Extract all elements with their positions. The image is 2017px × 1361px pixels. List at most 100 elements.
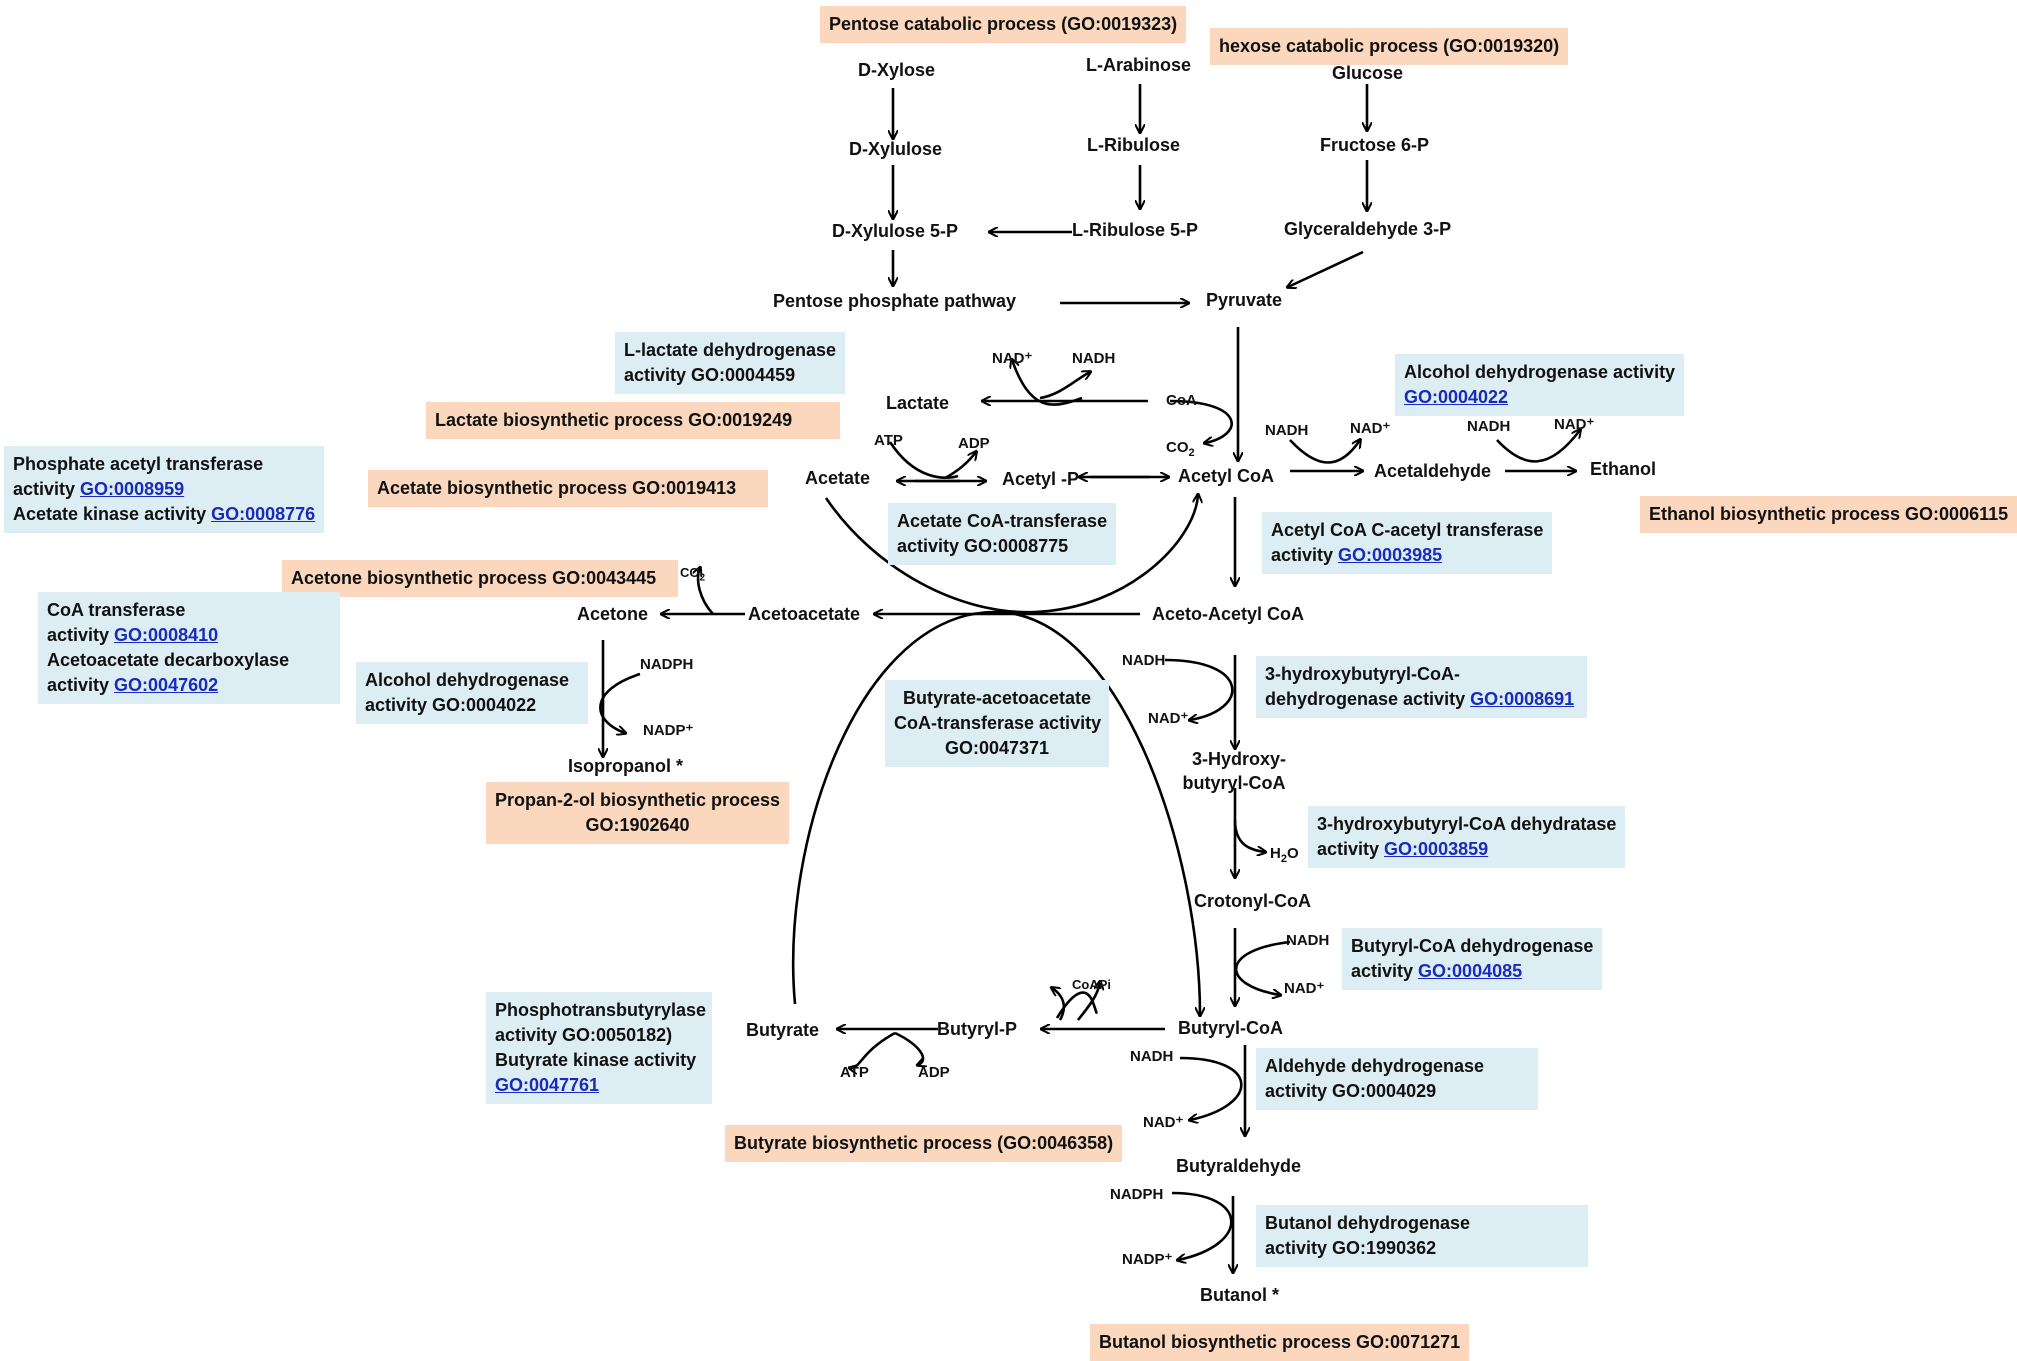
metabolite-ethanol: Ethanol	[1590, 459, 1656, 479]
enzyme-label-line2: activity	[47, 625, 115, 645]
metabolite-3-hydroxybutyryl-coa-line2: butyryl-CoA	[1182, 773, 1286, 793]
cofactor-nad-plus: NAD⁺	[1284, 980, 1325, 997]
enzyme-label-line3: Acetate kinase activity	[13, 504, 212, 524]
go-link[interactable]: GO:0008776	[211, 504, 316, 524]
metabolite-fructose-6p: Fructose 6-P	[1320, 135, 1430, 155]
process-label: Pentose catabolic process (GO:0019323)	[829, 14, 1178, 34]
cofactor-co2: CO2	[1166, 439, 1195, 462]
cofactor-adp: ADP	[958, 435, 990, 452]
process-label: Acetone biosynthetic process GO:0043445	[291, 568, 657, 588]
metabolite-butyryl-coa: Butyryl-CoA	[1178, 1018, 1284, 1038]
enzyme-label-line1: Butyrate-acetoacetate	[902, 688, 1092, 708]
metabolite-acetyl-coa: Acetyl CoA	[1178, 466, 1275, 486]
process-butyrate-biosynthetic: Butyrate biosynthetic process (GO:004635…	[725, 1125, 1123, 1162]
cofactor-nad-plus: NAD⁺	[1148, 710, 1189, 727]
process-label: Butyrate biosynthetic process (GO:004635…	[734, 1133, 1114, 1153]
enzyme-label-line2: activity	[13, 479, 81, 499]
enzyme-label-line1: Acetate CoA-transferase	[897, 511, 1108, 531]
go-link[interactable]: GO:0047761	[495, 1075, 600, 1095]
cofactor-nadh: NADH	[1286, 932, 1330, 949]
enzyme-label-line1: 3-hydroxybutyryl-CoA-	[1265, 664, 1461, 684]
enzyme-label-line1: Aldehyde dehydrogenase	[1265, 1056, 1485, 1076]
enzyme-label-line3: Butyrate kinase activity	[495, 1050, 697, 1070]
cofactor-coa: CoA	[1166, 392, 1197, 409]
go-link[interactable]: GO:0003859	[1384, 839, 1489, 859]
metabolite-butyryl-p: Butyryl-P	[937, 1019, 1018, 1039]
metabolite-crotonyl-coa: Crotonyl-CoA	[1194, 891, 1311, 911]
process-hexose-catabolic: hexose catabolic process (GO:0019320)	[1210, 28, 1569, 65]
metabolite-acetate: Acetate	[805, 468, 871, 488]
co2-text: CO	[680, 565, 700, 580]
enzyme-label-line1: 3-hydroxybutyryl-CoA dehydratase	[1317, 814, 1617, 834]
metabolite-acetone: Acetone	[577, 604, 649, 624]
enzyme-phosphate-acetyl-transferase: Phosphate acetyl transferase activity GO:…	[4, 446, 325, 533]
go-link[interactable]: GO:0008691	[1470, 689, 1575, 709]
cofactor-adp: ADP	[918, 1064, 950, 1081]
cofactor-nadh: NADH	[1467, 418, 1511, 435]
process-label: Acetate biosynthetic process GO:0019413	[377, 478, 737, 498]
metabolite-glucose: Glucose	[1332, 63, 1404, 83]
process-acetate-biosynthetic: Acetate biosynthetic process GO:0019413	[368, 470, 768, 507]
process-label: hexose catabolic process (GO:0019320)	[1219, 36, 1560, 56]
process-pentose-catabolic: Pentose catabolic process (GO:0019323)	[820, 6, 1187, 43]
enzyme-label-line1: Phosphate acetyl transferase	[13, 454, 264, 474]
cofactor-h2o: H2O	[1270, 845, 1299, 868]
cofactor-nadh: NADH	[1122, 652, 1166, 669]
process-ethanol-biosynthetic: Ethanol biosynthetic process GO:0006115	[1640, 496, 2017, 533]
go-link[interactable]: GO:0003985	[1338, 545, 1443, 565]
cofactor-nad-plus: NAD⁺	[992, 350, 1033, 367]
enzyme-label-line1: Acetyl CoA C-acetyl transferase	[1271, 520, 1544, 540]
go-link[interactable]: GO:0004085	[1418, 961, 1523, 981]
process-butanol-biosynthetic: Butanol biosynthetic process GO:0071271	[1090, 1324, 1470, 1361]
metabolite-acetaldehyde: Acetaldehyde	[1374, 461, 1492, 481]
enzyme-label-line2: activity	[1317, 839, 1385, 859]
metabolite-d-xylulose-5p: D-Xylulose 5-P	[832, 221, 959, 241]
go-link[interactable]: GO:0008959	[80, 479, 185, 499]
metabolite-acetyl-p: Acetyl -P	[1002, 469, 1080, 489]
cofactor-nadh: NADH	[1130, 1048, 1174, 1065]
metabolite-butyrate: Butyrate	[746, 1020, 820, 1040]
cofactor-nadph: NADPH	[1110, 1186, 1164, 1203]
go-link[interactable]: GO:0008410	[114, 625, 219, 645]
enzyme-label-line1: Butanol dehydrogenase	[1265, 1213, 1471, 1233]
enzyme-label-line1: Phosphotransbutyrylase	[495, 1000, 707, 1020]
cofactor-nad-plus: NAD⁺	[1350, 420, 1391, 437]
metabolite-pentose-phosphate-pathway: Pentose phosphate pathway	[773, 291, 1017, 311]
process-label-line1: Propan-2-ol biosynthetic process	[495, 790, 781, 810]
enzyme-label-line3: Acetoacetate decarboxylase	[47, 650, 290, 670]
metabolite-acetoacetate: Acetoacetate	[748, 604, 861, 624]
enzyme-label-line1: Alcohol dehydrogenase	[365, 670, 570, 690]
metabolite-l-arabinose: L-Arabinose	[1086, 55, 1192, 75]
enzyme-label-line2: activity GO:1990362	[1265, 1238, 1437, 1258]
enzyme-label-line2: activity GO:0050182)	[495, 1025, 673, 1045]
co2-text: CO	[1166, 439, 1189, 456]
metabolite-pyruvate: Pyruvate	[1206, 290, 1283, 310]
h2o-oxygen: O	[1286, 845, 1299, 862]
cofactor-co2: CO2	[680, 564, 705, 588]
cofactor-nadp-plus: NADP⁺	[1122, 1251, 1173, 1268]
enzyme-label-line1: CoA transferase	[47, 600, 186, 620]
enzyme-label-line4: activity	[47, 675, 115, 695]
go-link[interactable]: GO:0047602	[114, 675, 219, 695]
enzyme-phosphotransbutyrylase: Phosphotransbutyrylase activity GO:005018…	[486, 992, 712, 1104]
cofactor-nadph: NADPH	[640, 656, 694, 673]
metabolite-lactate: Lactate	[886, 393, 950, 413]
enzyme-label-line2: activity	[1351, 961, 1419, 981]
cofactor-nad-plus: NAD⁺	[1143, 1114, 1184, 1131]
process-label: Lactate biosynthetic process GO:0019249	[435, 410, 793, 430]
enzyme-label-line1: L-lactate dehydrogenase	[624, 340, 837, 360]
go-link[interactable]: GO:0004022	[1404, 387, 1509, 407]
process-label: Ethanol biosynthetic process GO:0006115	[1649, 504, 2009, 524]
metabolite-glyceraldehyde-3p: Glyceraldehyde 3-P	[1284, 219, 1452, 239]
metabolite-d-xylulose: D-Xylulose	[849, 139, 943, 159]
